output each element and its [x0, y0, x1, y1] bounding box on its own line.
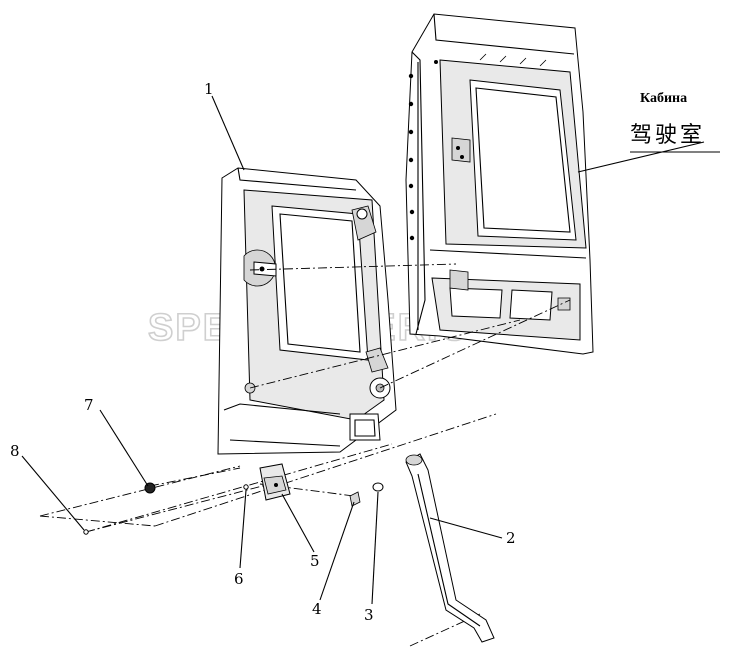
callout-6: 6 — [234, 570, 244, 588]
callout-5: 5 — [310, 552, 320, 570]
cabin-label-ru: Кабина — [640, 91, 687, 106]
cabin-label: Кабина 驾驶室 — [630, 91, 720, 153]
callout-8: 8 — [10, 442, 20, 460]
part-5-bracket — [259, 463, 291, 501]
callout-2: 2 — [506, 529, 516, 547]
leader-lines — [21, 95, 705, 605]
cabin-door-frame — [405, 13, 594, 355]
callout-3: 3 — [364, 606, 374, 624]
part-8-screw — [83, 529, 89, 535]
cabin-label-cn: 驾驶室 — [630, 123, 705, 148]
part-4-screw — [349, 491, 361, 507]
callout-4: 4 — [312, 600, 322, 618]
door-trim-panel — [217, 167, 397, 455]
callout-1: 1 — [204, 80, 214, 98]
callout-numbers: 1 2 3 4 5 6 7 8 — [10, 80, 516, 624]
part-6-screw — [243, 484, 249, 490]
callout-7: 7 — [84, 396, 94, 414]
frame-rivets — [408, 60, 438, 241]
alignment-lines — [39, 263, 571, 647]
part-2-grab-handle — [405, 453, 495, 643]
part-3-clip — [372, 482, 384, 492]
